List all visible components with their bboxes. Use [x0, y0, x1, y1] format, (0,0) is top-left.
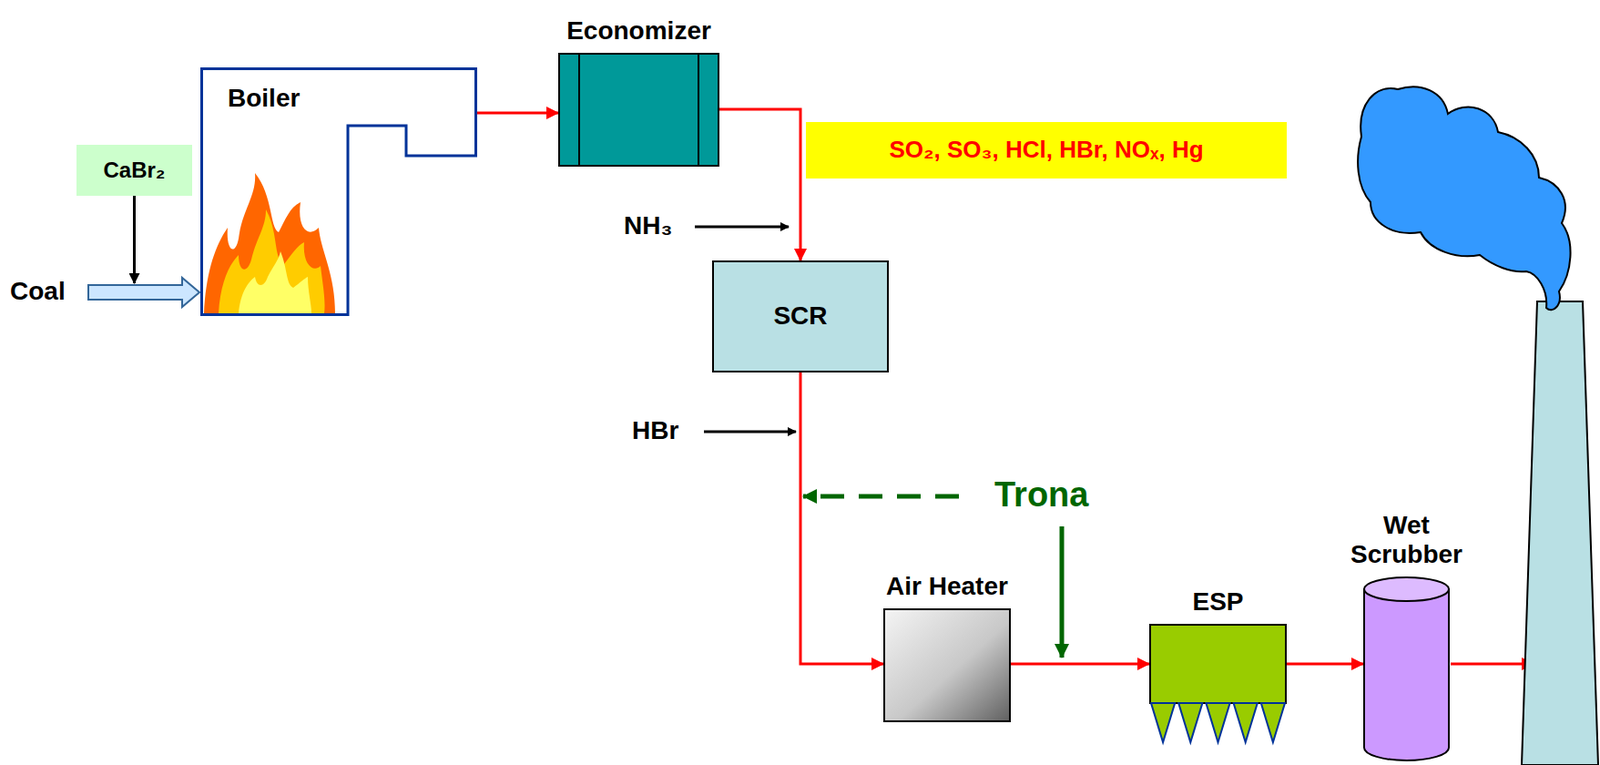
esp-box-shape	[1149, 623, 1287, 704]
nh3-arrow	[694, 225, 789, 229]
flow-connector	[719, 109, 801, 261]
additive-box: CaBr₂	[76, 144, 193, 196]
flue-line	[1450, 662, 1534, 666]
node-heading: ESP	[1192, 587, 1244, 617]
hbr-arrow	[703, 430, 796, 434]
node-heading: Air Heater	[886, 571, 1009, 602]
reagent-label: NH₃	[623, 211, 673, 241]
air-heater-box: Air Heater	[883, 608, 1011, 723]
node-label: SO₂, SO₃, HCl, HBr, NOₓ, Hg	[888, 136, 1203, 164]
trona-dashed-arrow	[803, 494, 959, 500]
boiler-outline: Boiler	[200, 67, 478, 316]
esp-box: ESP	[1149, 623, 1287, 704]
flow-connector	[800, 372, 884, 664]
wet-scrubber-cylinder-shape	[1363, 576, 1450, 761]
scr-box: SCR	[712, 260, 889, 373]
economizer-box: Economizer	[558, 52, 720, 167]
fuel-label: Coal	[10, 276, 66, 306]
flame	[203, 173, 336, 314]
air-heater-box-shape	[883, 608, 1011, 723]
wet-scrubber-cylinder: Wet Scrubber	[1363, 576, 1450, 761]
trona-arrow	[1059, 526, 1065, 658]
flow-connector	[1286, 662, 1364, 666]
node-label: CaBr₂	[102, 157, 165, 184]
plume	[1357, 86, 1570, 310]
flow-connector	[1010, 662, 1150, 666]
coal-pipe	[88, 277, 200, 307]
flow-connector	[132, 195, 136, 284]
node-heading: Economizer	[566, 16, 712, 46]
economizer-box-shape	[558, 52, 720, 167]
flue-gas-band: SO₂, SO₃, HCl, HBr, NOₓ, Hg	[805, 122, 1287, 179]
node-heading: Wet Scrubber	[1350, 510, 1463, 570]
node-label: SCR	[773, 301, 827, 331]
sorbent-label: Trona	[994, 475, 1089, 515]
reagent-label: HBr	[631, 416, 679, 446]
node-label: Boiler	[227, 83, 300, 113]
flow-connector	[477, 112, 559, 115]
stack	[1521, 301, 1599, 765]
